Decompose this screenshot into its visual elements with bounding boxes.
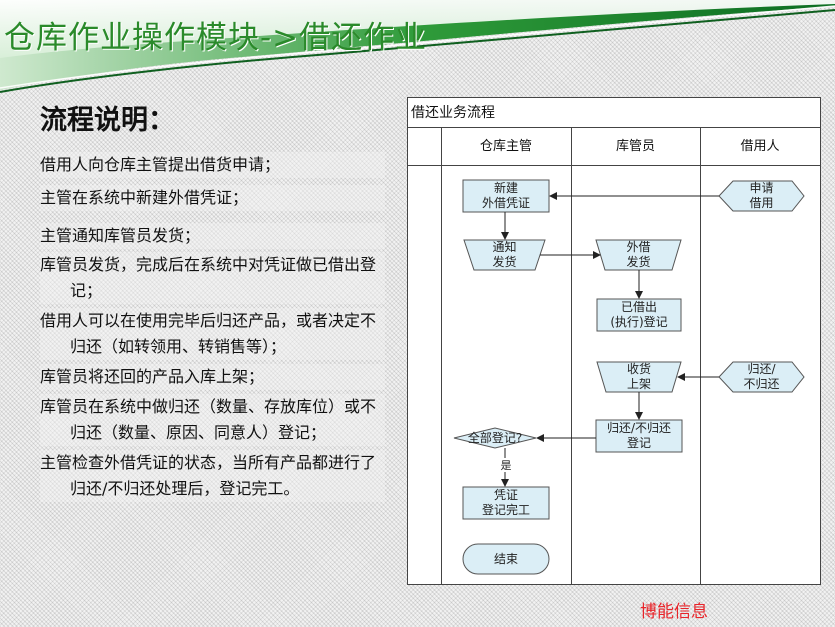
node-apply-label: 申请 借用	[749, 181, 774, 210]
node-new-voucher	[462, 179, 550, 213]
yes-label: 是	[499, 458, 513, 472]
node-end	[462, 543, 550, 575]
process-steps: 借用人向仓库主管提出借货申请； 主管在系统中新建外借凭证； 主管通知库管员发货；…	[40, 152, 385, 506]
lane-header-keeper: 库管员	[571, 128, 700, 166]
step-item: 借用人向仓库主管提出借货申请；	[40, 152, 385, 178]
node-lent-register-label: 已借出 (执行)登记	[610, 300, 668, 329]
node-lend-out	[595, 239, 682, 271]
node-return-choice	[718, 361, 805, 393]
flowchart: 借还业务流程 仓库主管 库管员 借用人	[407, 97, 821, 585]
step-item: 库管员发货，完成后在系统中对凭证做已借出登记；	[40, 252, 385, 304]
step-item: 库管员在系统中做归还（数量、存放库位）或不归还（数量、原因、同意人）登记；	[40, 394, 385, 446]
node-all-registered-label: 全部登记?	[467, 430, 523, 445]
lane-divider	[571, 128, 572, 584]
node-return-register	[595, 419, 683, 453]
node-return-register-label: 归还/不归还 登记	[606, 421, 672, 450]
page-title: 仓库作业操作模块->借还作业	[4, 20, 428, 56]
node-return-choice-label: 归还/ 不归还	[743, 362, 780, 391]
step-item: 借用人可以在使用完毕后归还产品，或者决定不归还（如转领用、转销售等）；	[40, 308, 385, 360]
step-item: 库管员将还回的产品入库上架；	[40, 364, 385, 390]
header-band	[0, 0, 835, 93]
lane-divider	[700, 128, 701, 584]
node-new-voucher-label: 新建 外借凭证	[481, 181, 530, 210]
lane-header-manager: 仓库主管	[441, 128, 571, 166]
step-item: 主管在系统中新建外借凭证；	[40, 185, 385, 211]
node-voucher-done-label: 凭证 登记完工	[481, 488, 530, 517]
flowchart-title: 借还业务流程	[408, 98, 820, 128]
node-voucher-done	[462, 486, 550, 520]
swimlanes: 仓库主管 库管员 借用人	[408, 128, 820, 584]
step-item: 主管通知库管员发货；	[40, 223, 385, 249]
lane-header-borrower: 借用人	[700, 128, 820, 166]
node-lent-register	[596, 298, 682, 332]
node-end-label: 结束	[493, 551, 518, 566]
node-lend-out-label: 外借 发货	[626, 240, 651, 269]
node-notify-label: 通知 发货	[492, 240, 517, 269]
lane-divider	[441, 128, 442, 584]
step-item: 主管检查外借凭证的状态，当所有产品都进行了归还/不归还处理后，登记完工。	[40, 450, 385, 502]
node-receive	[596, 361, 682, 393]
watermark: 博能信息	[640, 602, 708, 622]
lane-corner	[408, 128, 441, 166]
node-receive-label: 收货 上架	[626, 362, 651, 391]
flow-shapes	[453, 179, 805, 575]
section-heading: 流程说明：	[40, 105, 175, 136]
node-apply	[718, 180, 805, 212]
node-notify	[463, 239, 546, 271]
